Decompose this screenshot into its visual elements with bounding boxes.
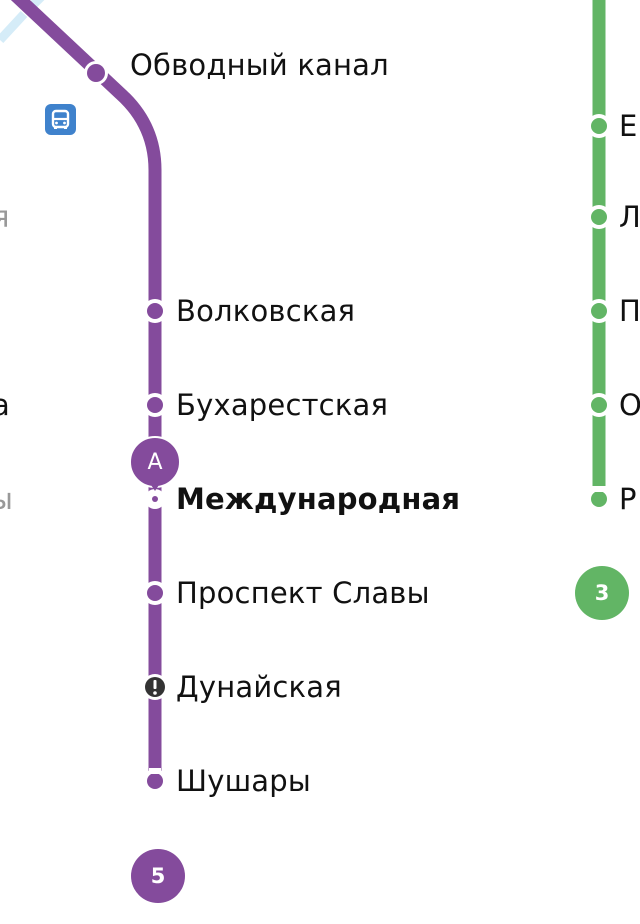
cut-label-1: я — [0, 200, 10, 234]
line-3-badge[interactable]: 3 — [575, 566, 629, 620]
point-a-label: A — [147, 449, 163, 475]
station-line3-o[interactable]: О — [619, 388, 640, 422]
line-5-badge[interactable]: 5 — [131, 849, 185, 903]
point-a-marker[interactable] — [129, 436, 181, 491]
station-line3-l[interactable]: Л — [619, 200, 640, 234]
cut-label-3: ы — [0, 482, 14, 516]
station-line3-p[interactable]: П — [619, 294, 640, 328]
bus-stop-icon[interactable] — [45, 104, 76, 135]
station-shushary[interactable]: Шушары — [176, 764, 311, 798]
station-obvodny-kanal[interactable]: Обводный канал — [130, 48, 389, 82]
station-prospekt-slavy[interactable]: Проспект Славы — [176, 576, 430, 610]
line-5-track — [10, 0, 162, 791]
station-line3-e[interactable]: Е — [619, 109, 638, 143]
station-line3-r[interactable]: Р — [619, 482, 637, 516]
line-5-stations — [84, 61, 168, 793]
line-3-stations — [587, 114, 611, 511]
station-mezhdunarodnaya[interactable]: Международная — [176, 482, 461, 516]
station-dunayskaya[interactable]: Дунайская — [176, 670, 342, 704]
cut-label-2: а — [0, 388, 10, 422]
station-volkovskaya[interactable]: Волковская — [176, 294, 356, 328]
station-bukharestskaya[interactable]: Бухарестская — [176, 388, 389, 422]
